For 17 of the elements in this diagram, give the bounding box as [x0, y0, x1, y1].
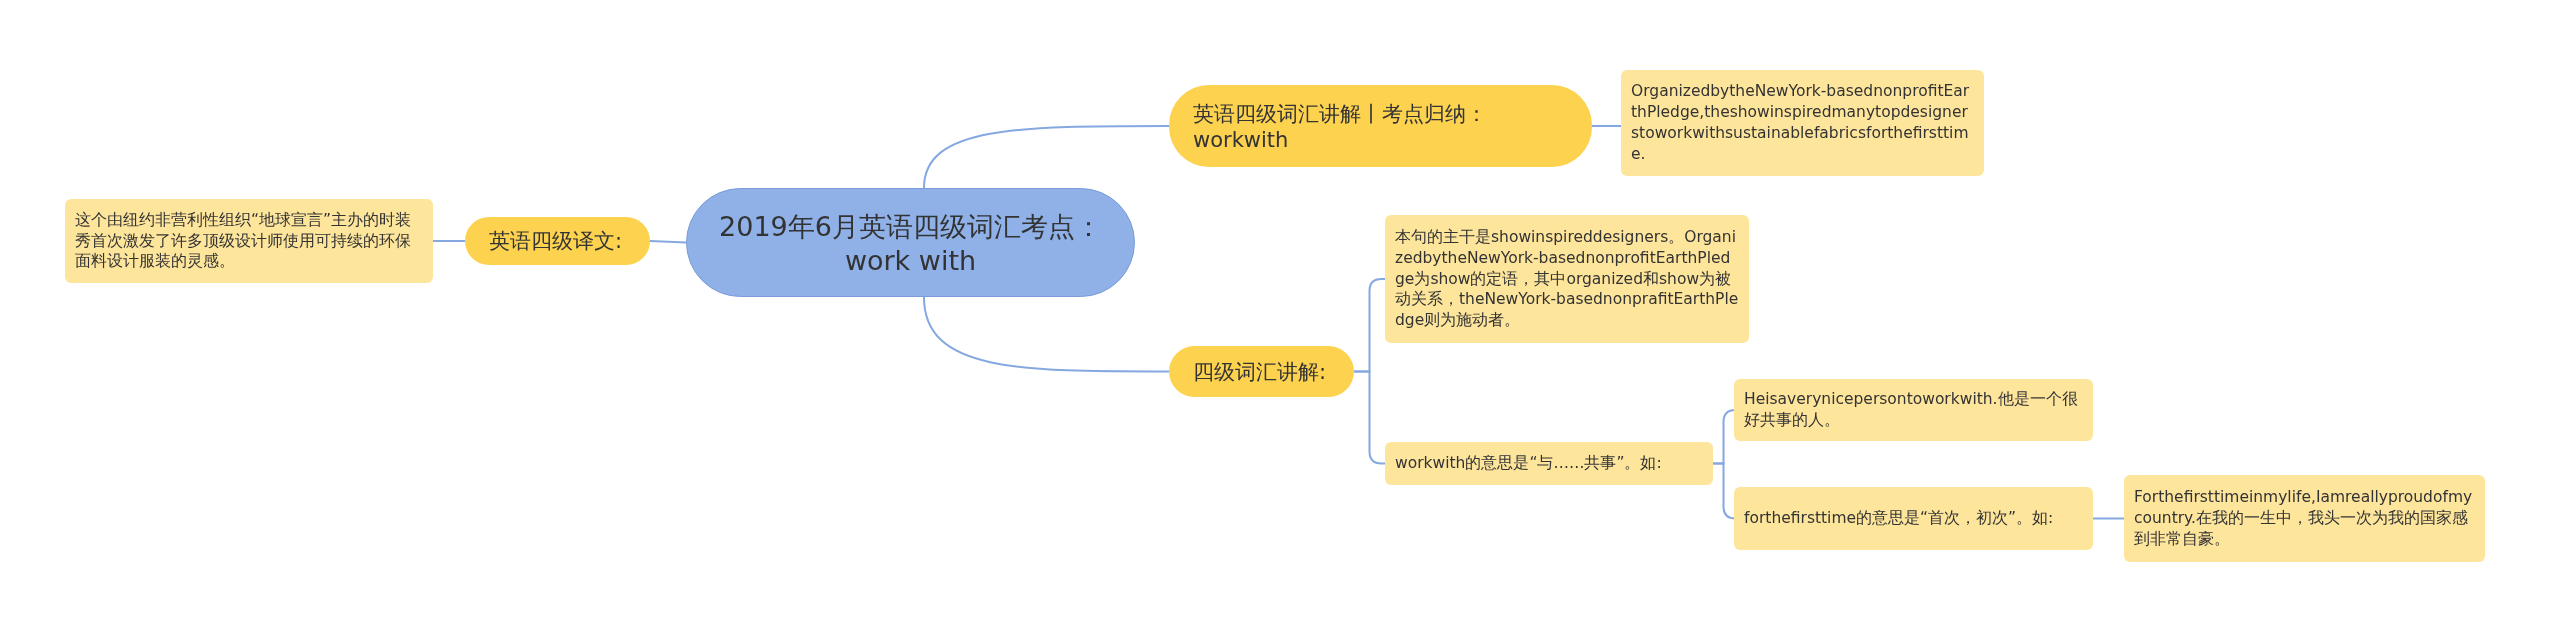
note-box: forthefirsttime的意思是“首次，初次”。如: — [1734, 487, 2093, 550]
connector-line — [2092, 517, 2125, 520]
connector-line — [649, 240, 687, 244]
note-box: Forthefirsttimeinmylife,Iamreallyproudofmycountry.在我的一生中，我头一次为我的国家感到非常自豪。 — [2124, 475, 2485, 562]
connector-line — [432, 240, 466, 242]
central-topic: 2019年6月英语四级词汇考点：work with — [686, 188, 1135, 297]
topic-box: 英语四级译文: — [465, 217, 650, 265]
connector-line — [922, 296, 1170, 373]
connector-line — [922, 125, 1170, 189]
note-box: 本句的主干是showinspireddesigners。OrganizedbytheNewYork-basednonprofitEarthPledge为show的定语，其中organized和show为被动关系，theNewYork-basednonprafitEarthPledge则为施动者。 — [1385, 215, 1749, 343]
connector-line — [1591, 125, 1622, 127]
note-box: workwith的意思是“与……共事”。如: — [1385, 442, 1713, 485]
topic-box: 英语四级词汇讲解丨考点归纳：workwith — [1169, 85, 1592, 167]
note-box: OrganizedbytheNewYork-basednonprofitEarthPledge,theshowinspiredmanytopdesignerstoworkwithsustainablefabricsforthefirsttime. — [1621, 70, 1984, 176]
topic-box: 四级词汇讲解: — [1169, 346, 1354, 397]
note-box: Heisaverynicepersontoworkwith.他是一个很好共事的人。 — [1734, 379, 2093, 441]
note-box: 这个由纽约非营利性组织“地球宣言”主办的时装秀首次激发了许多顶级设计师使用可持续的环保面料设计服装的灵感。 — [65, 199, 433, 283]
